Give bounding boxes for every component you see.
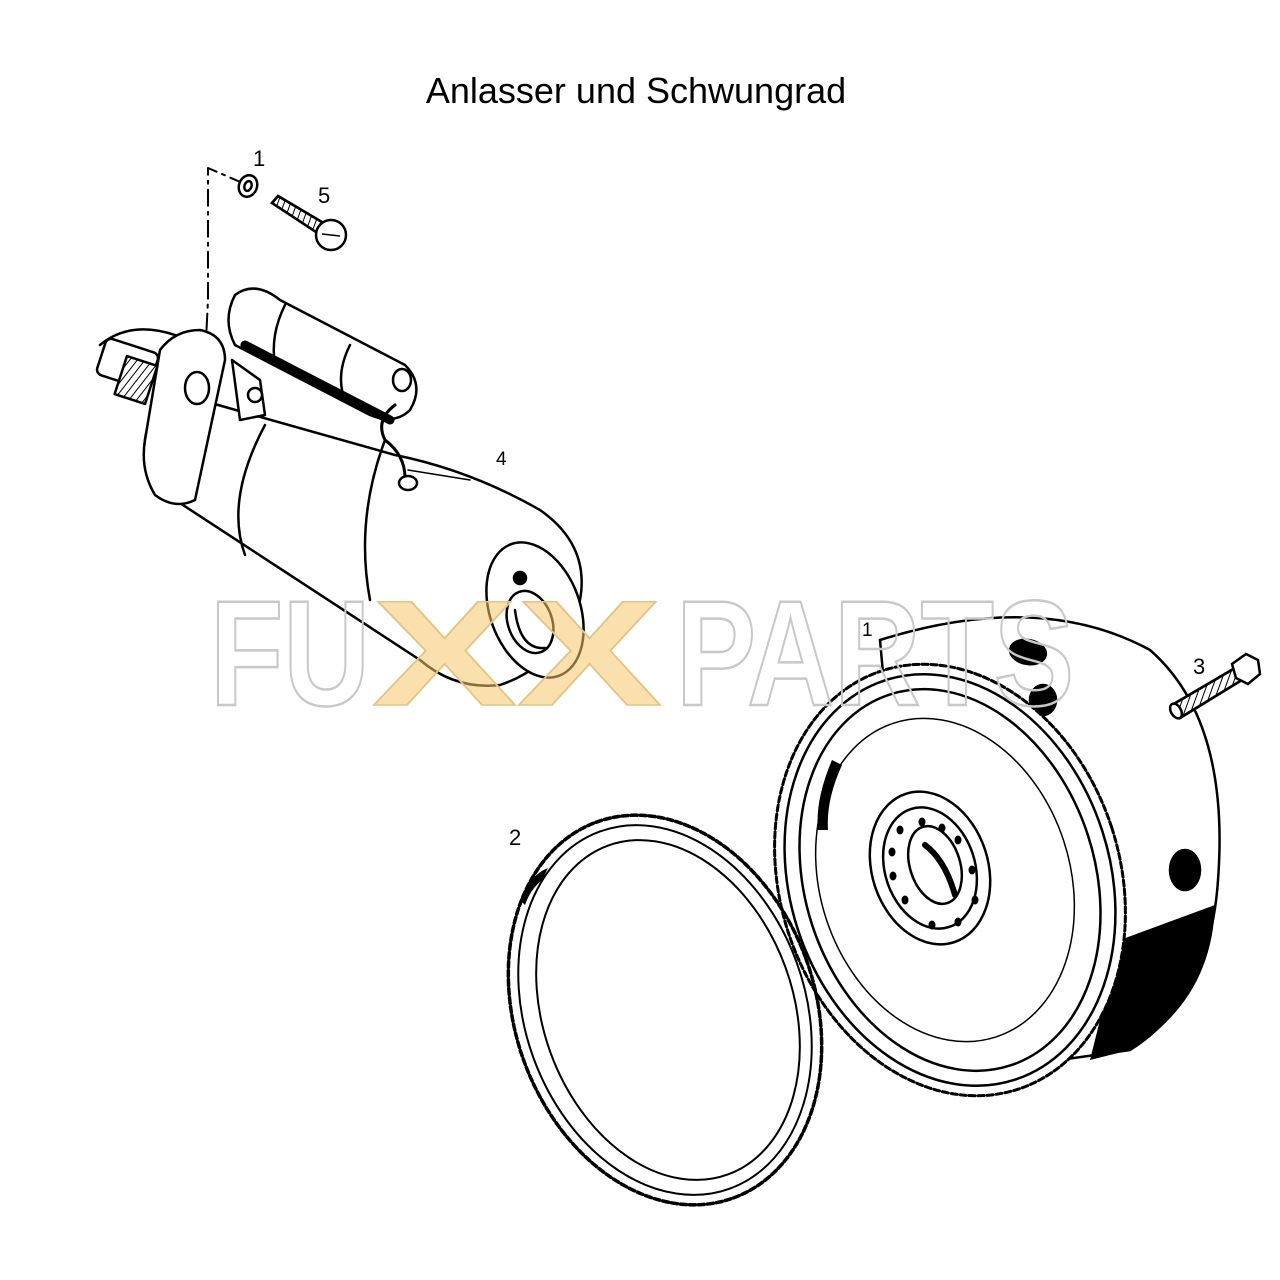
hex-bolt[interactable] xyxy=(1168,652,1262,720)
callout-ring-gear: 2 xyxy=(509,825,522,850)
callout-starter-washer: 1 xyxy=(253,146,266,171)
callout-starter-bolt: 5 xyxy=(318,183,331,208)
callout-flywheel: 1 xyxy=(862,620,873,641)
bolt[interactable] xyxy=(270,194,348,252)
flywheel[interactable] xyxy=(720,616,1221,1141)
ring-gear[interactable] xyxy=(456,771,875,1249)
callout-starter-motor: 4 xyxy=(496,449,507,470)
washer[interactable] xyxy=(236,173,260,200)
callout-hex-bolt: 3 xyxy=(1193,654,1206,679)
page-title: Anlasser und Schwungrad xyxy=(425,70,847,111)
starter-motor[interactable] xyxy=(95,167,601,691)
